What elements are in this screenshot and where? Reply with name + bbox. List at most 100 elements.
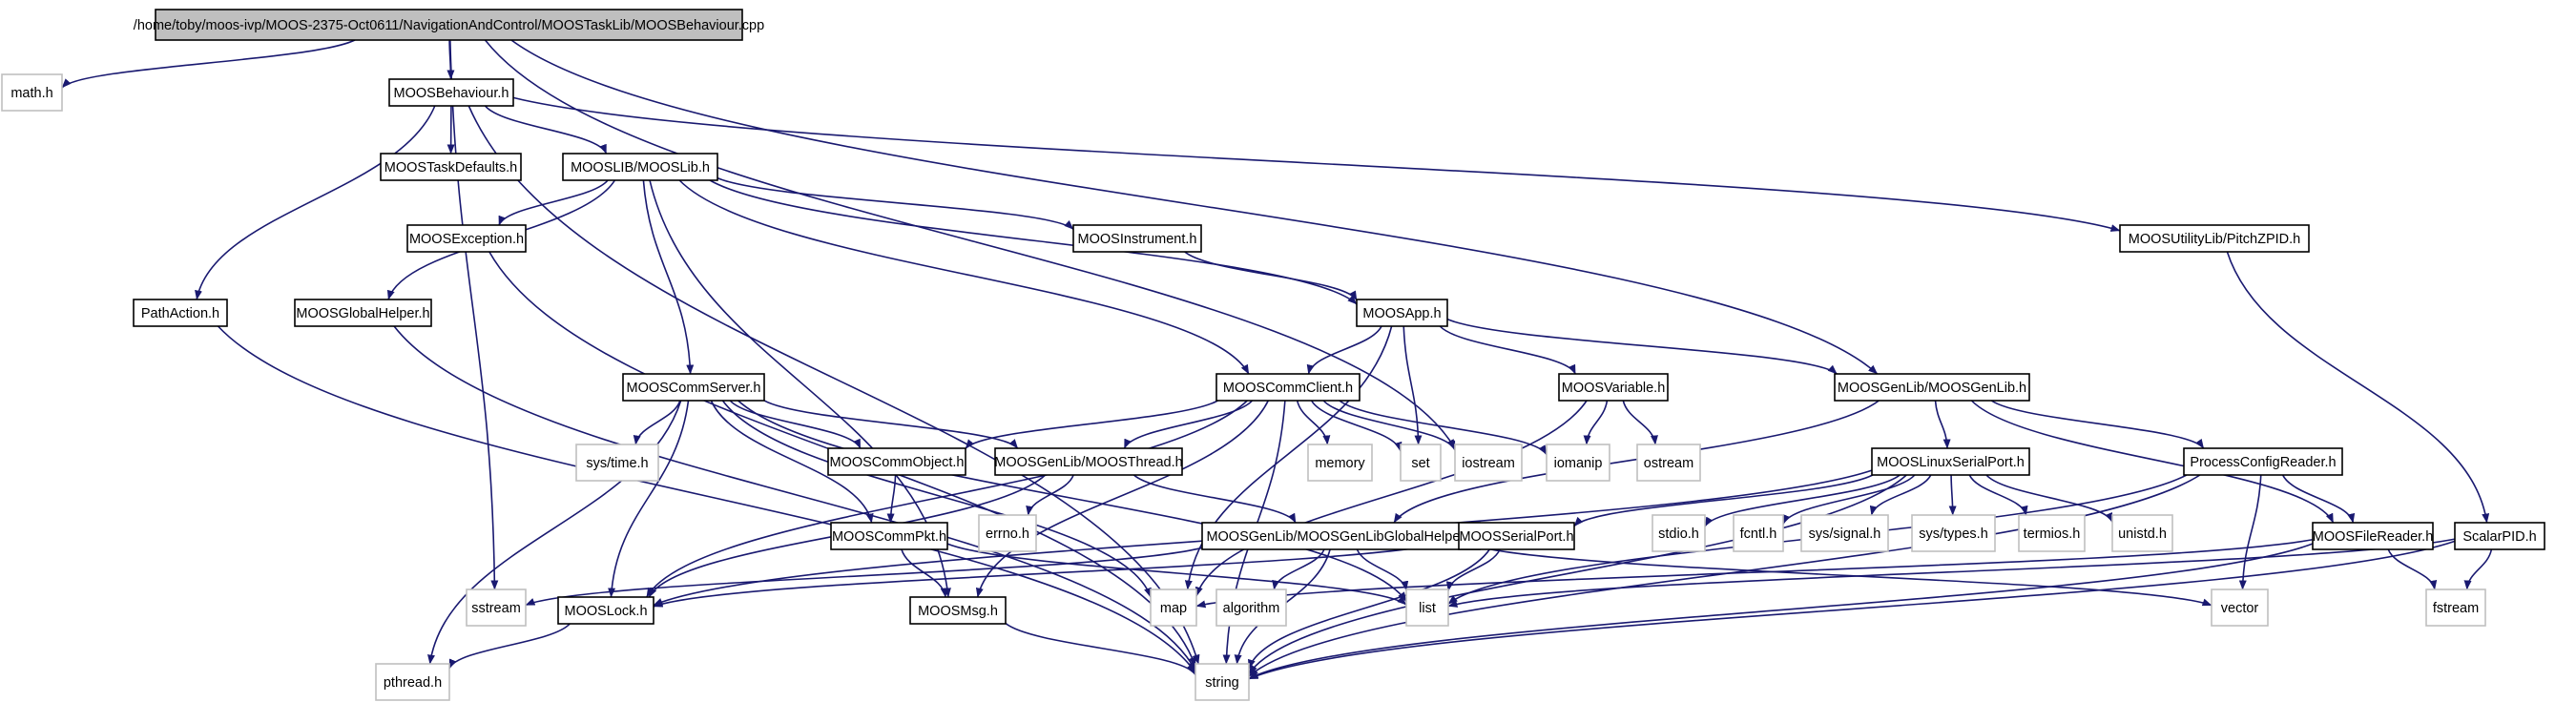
node-moostaskdefaults_h[interactable]: MOOSTaskDefaults.h xyxy=(380,153,522,181)
edge-processconfigreader_h-to-moosfilereader_h xyxy=(2281,474,2356,524)
node-label-vector: vector xyxy=(2221,601,2259,616)
node-mooscommobject_h[interactable]: MOOSCommObject.h xyxy=(827,447,966,476)
edge-mooslib_h-to-moosexception_h xyxy=(498,179,609,226)
edge-mooscommserver_h-to-mooslock_h xyxy=(608,400,690,598)
node-unistd_h: unistd.h xyxy=(2111,514,2173,552)
node-algorithm: algorithm xyxy=(1215,588,1287,627)
node-box-map xyxy=(1150,588,1197,627)
node-moosfilereader_h[interactable]: MOOSFileReader.h xyxy=(2312,522,2434,550)
node-box-moosserialport_h xyxy=(1458,522,1575,550)
node-systypes_h: sys/types.h xyxy=(1911,514,1996,552)
edge-moosgenlib_h-to-mooslinuxserialport_h xyxy=(1934,400,1951,449)
node-label-list: list xyxy=(1419,601,1436,616)
edge-mooscommserver_h-to-moosthread_h xyxy=(763,400,1019,449)
node-box-processconfigreader_h xyxy=(2183,447,2343,476)
node-mooslib_h[interactable]: MOOSLIB/MOOSLib.h xyxy=(562,153,718,181)
edge-mooslinuxserialport_h-to-termios_h xyxy=(1968,474,2028,516)
node-moosglobalhelper_h[interactable]: MOOSGlobalHelper.h xyxy=(294,299,432,327)
node-moosinstrument_h[interactable]: MOOSInstrument.h xyxy=(1072,224,1202,253)
edge-processconfigreader_h-to-vector xyxy=(2238,474,2262,590)
edge-mooscommclient_h-to-iostream xyxy=(1322,400,1456,451)
node-label-fcntl_h: fcntl.h xyxy=(1740,526,1777,542)
node-label-sstream: sstream xyxy=(471,601,521,616)
edge-scalarpid_h-to-fstream xyxy=(2463,548,2493,590)
edge-mooslib_h-to-moosinstrument_h xyxy=(717,176,1074,230)
node-box-moosvariable_h xyxy=(1558,373,1669,402)
node-label-moosmsg_h: MOOSMsg.h xyxy=(918,604,998,619)
edge-mooscommclient_h-to-moosmsg_h xyxy=(975,400,1270,598)
edge-scalarpid_h-to-list xyxy=(1447,538,2456,608)
edge-mooslinuxserialport_h-to-systypes_h xyxy=(1948,474,1957,516)
edge-moosvariable_h-to-map xyxy=(1195,400,1588,597)
node-pitchzpid_h[interactable]: MOOSUtilityLib/PitchZPID.h xyxy=(2119,224,2310,253)
edge-mooslinuxserialport_h-to-unistd_h xyxy=(1985,474,2113,523)
node-box-set xyxy=(1400,444,1442,482)
node-label-systypes_h: sys/types.h xyxy=(1919,526,1988,542)
node-label-mooscommpkt_h: MOOSCommPkt.h xyxy=(832,529,946,545)
edge-mooslib_h-to-mooscommserver_h xyxy=(642,179,695,375)
node-moosgenlib_h[interactable]: MOOSGenLib/MOOSGenLib.h xyxy=(1834,373,2030,402)
node-box-math_h xyxy=(1,73,63,112)
edge-moosapp_h-to-set xyxy=(1402,325,1423,445)
node-box-systypes_h xyxy=(1911,514,1996,552)
nodes-layer: /home/toby/moos-ivp/MOOS-2375-Oct0611/Na… xyxy=(1,9,2545,701)
edge-mooscommclient_h-to-memory xyxy=(1296,400,1331,445)
node-label-math_h: math.h xyxy=(10,86,52,101)
node-ostream: ostream xyxy=(1636,444,1701,482)
node-box-moosexception_h xyxy=(406,224,527,253)
node-pathaction_h[interactable]: PathAction.h xyxy=(133,299,228,327)
node-label-fstream: fstream xyxy=(2433,601,2479,616)
node-moosvariable_h[interactable]: MOOSVariable.h xyxy=(1558,373,1669,402)
node-label-mooslock_h: MOOSLock.h xyxy=(564,604,647,619)
node-box-mooslock_h xyxy=(557,596,654,625)
node-mooslinuxserialport_h[interactable]: MOOSLinuxSerialPort.h xyxy=(1871,447,2030,476)
edge-moosfilereader_h-to-string xyxy=(1248,543,2314,680)
node-label-moosinstrument_h: MOOSInstrument.h xyxy=(1078,232,1197,247)
node-label-mooscommclient_h: MOOSCommClient.h xyxy=(1223,381,1353,396)
node-moosmsg_h[interactable]: MOOSMsg.h xyxy=(909,596,1007,625)
node-mooslock_h[interactable]: MOOSLock.h xyxy=(557,596,654,625)
node-box-ostream xyxy=(1636,444,1701,482)
node-root[interactable]: /home/toby/moos-ivp/MOOS-2375-Oct0611/Na… xyxy=(134,9,764,41)
node-scalarpid_h[interactable]: ScalarPID.h xyxy=(2454,522,2545,550)
edge-pathaction_h-to-string xyxy=(217,325,1196,673)
node-box-termios_h xyxy=(2018,514,2086,552)
node-box-pathaction_h xyxy=(133,299,228,327)
node-processconfigreader_h[interactable]: ProcessConfigReader.h xyxy=(2183,447,2343,476)
node-label-memory: memory xyxy=(1315,456,1365,471)
node-moosthread_h[interactable]: MOOSGenLib/MOOSThread.h xyxy=(994,447,1183,476)
node-box-fcntl_h xyxy=(1733,514,1784,552)
node-moosgenlibglobalhelper_h[interactable]: MOOSGenLib/MOOSGenLibGlobalHelper.h xyxy=(1201,522,1481,550)
edge-moosinstrument_h-to-moosapp_h xyxy=(1184,251,1358,301)
node-fcntl_h: fcntl.h xyxy=(1733,514,1784,552)
node-box-scalarpid_h xyxy=(2454,522,2545,550)
node-box-memory xyxy=(1307,444,1373,482)
node-label-iomanip: iomanip xyxy=(1554,456,1603,471)
edge-mooscommserver_h-to-systime_h xyxy=(633,400,681,445)
node-mooscommclient_h[interactable]: MOOSCommClient.h xyxy=(1215,373,1361,402)
edge-moosglobalhelper_h-to-string xyxy=(393,325,1196,671)
node-moosserialport_h[interactable]: MOOSSerialPort.h xyxy=(1458,522,1575,550)
edge-moosbehaviour_h-to-mooslib_h xyxy=(484,105,608,155)
node-box-iomanip xyxy=(1546,444,1610,482)
node-box-errno_h xyxy=(978,514,1037,552)
edge-moosgenlib_h-to-moosfilereader_h xyxy=(1970,400,2335,524)
node-box-mooscommclient_h xyxy=(1215,373,1361,402)
edge-mooslinuxserialport_h-to-stdio_h xyxy=(1704,474,1901,527)
node-box-mooscommserver_h xyxy=(622,373,765,402)
node-stdio_h: stdio.h xyxy=(1652,514,1706,552)
node-moosbehaviour_h[interactable]: MOOSBehaviour.h xyxy=(388,78,514,107)
node-label-ostream: ostream xyxy=(1644,456,1693,471)
node-box-root xyxy=(155,9,743,41)
node-mooscommpkt_h[interactable]: MOOSCommPkt.h xyxy=(830,522,948,550)
edge-root-to-iostream xyxy=(484,39,1456,449)
node-label-pitchzpid_h: MOOSUtilityLib/PitchZPID.h xyxy=(2129,232,2301,247)
node-moosapp_h[interactable]: MOOSApp.h xyxy=(1356,299,1448,327)
edge-mooscommclient_h-to-iomanip xyxy=(1339,400,1548,455)
node-mooscommserver_h[interactable]: MOOSCommServer.h xyxy=(622,373,765,402)
edge-mooscommclient_h-to-moosthread_h xyxy=(1123,400,1254,449)
node-label-string: string xyxy=(1205,675,1238,691)
node-moosexception_h[interactable]: MOOSException.h xyxy=(406,224,527,253)
edges-layer xyxy=(61,39,2493,680)
edge-moosgenlibglobalhelper_h-to-list xyxy=(1356,548,1409,591)
